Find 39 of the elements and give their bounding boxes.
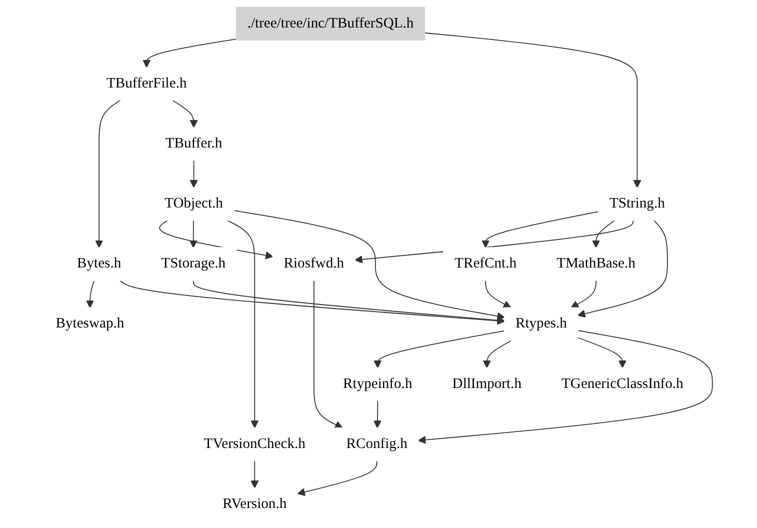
arrow: [313, 280, 343, 428]
arrow: [189, 220, 198, 248]
node-text: RConfig.h: [346, 436, 408, 452]
node-text: TMathBase.h: [556, 256, 636, 272]
node-text: TGenericClassInfo.h: [561, 376, 684, 392]
arrow: [373, 400, 382, 428]
node-text: TBuffer.h: [165, 136, 222, 152]
node-text: Bytes.h: [76, 256, 121, 272]
node-text: Riosfwd.h: [284, 256, 344, 272]
node-text: Byteswap.h: [56, 316, 124, 332]
node-text: RVersion.h: [222, 496, 286, 512]
arrow: [570, 280, 596, 308]
node-text: Rtypeinfo.h: [342, 376, 412, 392]
arrow: [192, 280, 505, 324]
arrow: [250, 460, 258, 488]
arrow: [484, 280, 512, 308]
node-text: TVersionCheck.h: [204, 436, 306, 452]
node-text: DllImport.h: [452, 376, 522, 392]
arrow: [482, 340, 512, 368]
node-text: TBufferFile.h: [106, 76, 187, 92]
arrow: [577, 337, 626, 368]
arrow: [119, 280, 505, 325]
node-text: TObject.h: [164, 196, 223, 212]
arrow: [142, 38, 237, 68]
arrow: [172, 100, 198, 128]
arrow: [481, 211, 599, 248]
arrow: [577, 220, 668, 318]
arrow: [233, 210, 505, 320]
arrow: [86, 280, 94, 308]
node-text: TString.h: [609, 196, 665, 212]
node-box: ./tree/tree/inc/TBufferSQL.h: [236, 6, 425, 40]
arrow: [190, 160, 198, 188]
arrow: [424, 32, 642, 188]
arrow: [374, 330, 505, 368]
arrow: [592, 220, 616, 248]
arrow: [226, 220, 258, 428]
arrow: [297, 460, 378, 496]
arrow: [418, 330, 713, 444]
arrow: [94, 100, 121, 248]
